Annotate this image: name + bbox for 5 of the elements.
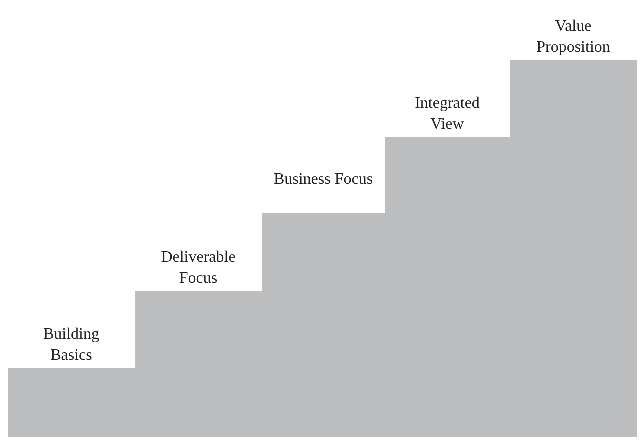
step-label: Business Focus — [274, 170, 374, 190]
step-label: Deliverable Focus — [160, 248, 237, 289]
step-label: Building Basics — [42, 325, 100, 366]
step-label: Value Proposition — [536, 17, 612, 58]
step-label: Integrated View — [414, 94, 481, 135]
